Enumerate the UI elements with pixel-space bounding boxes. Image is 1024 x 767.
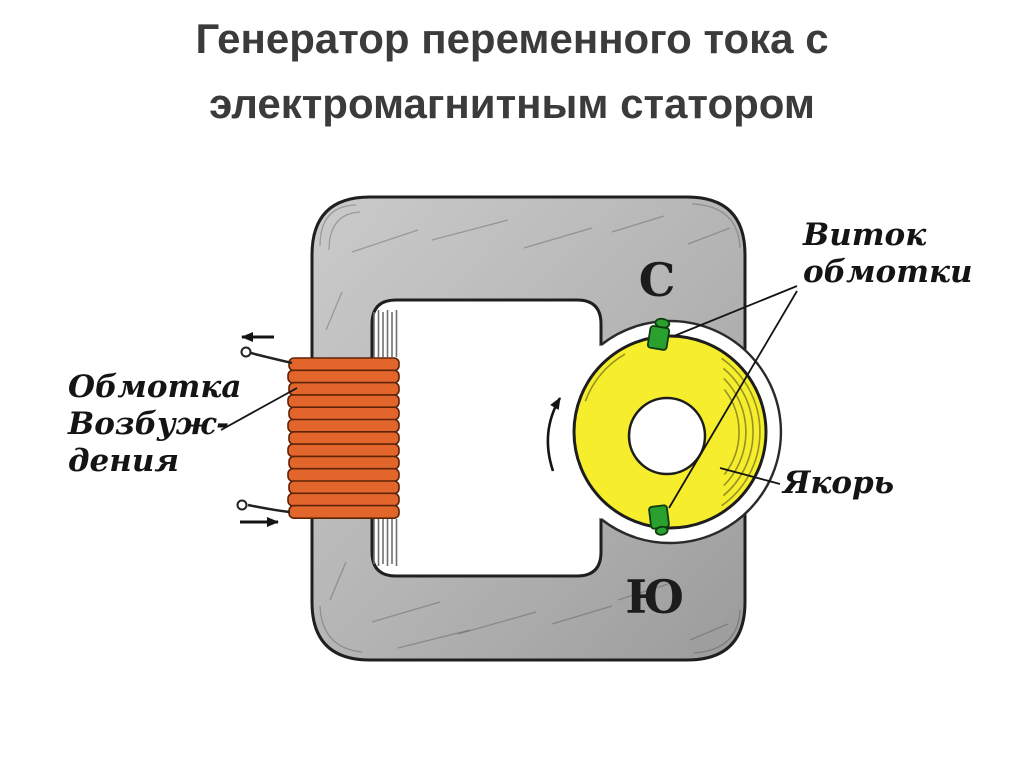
winding-turn-label-line-1: Виток xyxy=(802,217,927,253)
coil-inner-turns-top xyxy=(373,310,398,357)
leader-lines xyxy=(220,285,798,509)
coil-inner-turns-bottom xyxy=(373,519,398,566)
rotation-arrow xyxy=(546,397,562,472)
slide-title-line-1: Генератор переменного тока с xyxy=(195,15,829,62)
terminal-wire-top xyxy=(250,351,293,365)
pole-north-label: С xyxy=(639,253,676,307)
slide-title: Генератор переменного тока с электромагн… xyxy=(0,6,1024,136)
winding-turn-label: Виток обмотки xyxy=(802,217,973,290)
excitation-label-line-1: Обмотка xyxy=(68,369,241,405)
leader-line-armature xyxy=(719,467,781,485)
armature-label: Якорь xyxy=(781,465,894,501)
pole-face-outline xyxy=(600,319,783,545)
slide-title-line-2: электромагнитным статором xyxy=(209,80,815,128)
leader-line-turn-bottom xyxy=(668,290,798,509)
pole-south-label: Ю xyxy=(625,570,684,624)
excitation-label-line-2: Возбуж- xyxy=(67,406,229,442)
terminal-wire-bottom xyxy=(247,503,291,514)
leader-line-excitation xyxy=(220,387,298,431)
winding-turn-top xyxy=(646,317,671,351)
rotor-winding-arcs xyxy=(584,353,761,507)
stator-frame xyxy=(310,195,747,662)
excitation-coil xyxy=(287,357,400,520)
frame-hatching xyxy=(319,203,741,654)
winding-turn-label-line-2: обмотки xyxy=(803,254,973,290)
excitation-winding-label: Обмотка Возбуж- дения xyxy=(67,369,241,479)
terminal-top xyxy=(240,346,252,358)
leader-line-turn-top xyxy=(673,285,798,337)
terminal-bottom xyxy=(236,499,248,511)
shaft-hole xyxy=(627,396,707,476)
excitation-label-line-3: дения xyxy=(68,443,179,479)
winding-turn-bottom xyxy=(648,504,670,536)
